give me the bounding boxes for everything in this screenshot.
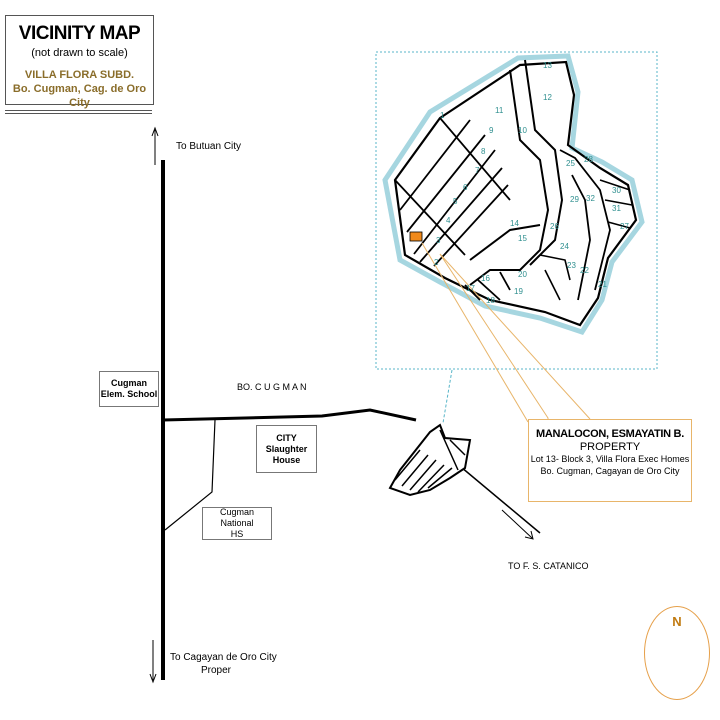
lot-number: 2 [434,258,439,267]
callout-line-1 [421,242,529,423]
landmark-text: Cugman [111,378,147,388]
lot-number: 15 [518,234,527,243]
lot-number: 23 [567,261,576,270]
lot-number: 17 [466,284,475,293]
south-destination-label-2: Proper [201,665,232,676]
road-to-catanico [454,461,541,534]
lot-number: 7 [475,166,480,175]
lot-number: 27 [620,222,629,231]
lot-number: 26 [550,222,559,231]
catanico-arrow-line [501,509,533,539]
lot-number: 12 [543,93,552,102]
lot-number: 6 [463,183,468,192]
inset-connector [442,369,453,424]
subdivision-mini [388,423,472,497]
high-school-landmark: Cugman National HS [202,507,272,540]
compass-north-label: N [672,614,682,629]
property-label: PROPERTY [579,441,641,453]
title-box: VICINITY MAP (not drawn to scale) VILLA … [5,15,154,109]
lot-number: 21 [598,280,607,289]
south-destination-label: To Cagayan de Oro City [170,652,277,663]
lot-number: 24 [560,242,569,251]
lot-number: 13 [543,61,552,70]
north-compass: N [644,606,710,700]
subdivision-title: VILLA FLORA SUBD. [24,69,135,81]
north-destination-label: To Butuan City [176,141,242,152]
property-callout: MANALOCON, ESMAYATIN B. PROPERTY Lot 13-… [528,419,692,502]
property-owner: MANALOCON, ESMAYATIN B. [536,428,684,440]
property-address: Bo. Cugman, Cagayan de Oro City [540,466,680,476]
landmark-text: CITY [276,432,297,443]
lot-number: 18 [486,296,495,305]
lot-number: 16 [481,274,490,283]
lot-number: 3 [436,236,441,245]
property-lot: Lot 13- Block 3, Villa Flora Exec Homes [530,454,690,464]
barangay-label: BO. C U G M A N [237,382,307,392]
inset-frame [375,51,658,370]
lot-number: 1 [440,111,445,120]
lot-number: 28 [584,155,593,164]
property-marker [409,231,423,242]
landmark-text: HS [230,529,244,539]
north-arrowhead [151,126,159,137]
landmark-text: Elem. School [100,389,158,399]
lot-number: 11 [495,106,504,115]
landmark-text: House [272,454,301,465]
lot-number: 19 [514,287,523,296]
title-underline [5,110,152,111]
slaughter-house-landmark: CITY Slaughter House [256,425,317,473]
lot-number: 4 [446,216,451,225]
lot-number: 10 [518,126,527,135]
inset-outline-glow [382,53,645,335]
south-arrowhead [149,673,157,684]
side-road-hs [164,419,216,531]
subdivision-name: VILLA FLORA SUBD. Bo. Cugman, Cag. de Or… [6,68,153,110]
east-destination-label: TO F. S. CATANICO [508,561,589,571]
school-landmark: Cugman Elem. School [99,371,159,407]
lot-number: 14 [510,219,519,228]
map-title: VICINITY MAP [18,23,141,44]
lot-number: 5 [453,197,458,206]
lot-number: 31 [612,204,621,213]
lot-number: 22 [580,266,589,275]
map-subtitle: (not drawn to scale) [31,47,128,59]
subdivision-location: Bo. Cugman, Cag. de Oro City [12,83,147,109]
lot-number: 20 [518,270,527,279]
callout-line-2 [439,253,549,419]
title-underline [5,113,152,114]
landmark-text: Slaughter [265,443,308,454]
lot-number: 29 [570,195,579,204]
landmark-text: Cugman National [219,507,255,528]
callout-line-3 [439,253,591,420]
cugman-road [162,408,417,422]
lot-number: 9 [489,126,494,135]
catanico-arrowhead [524,530,534,540]
lot-number: 25 [566,159,575,168]
lot-number: 30 [612,186,621,195]
lot-number: 8 [481,147,486,156]
lot-number: 32 [586,194,595,203]
